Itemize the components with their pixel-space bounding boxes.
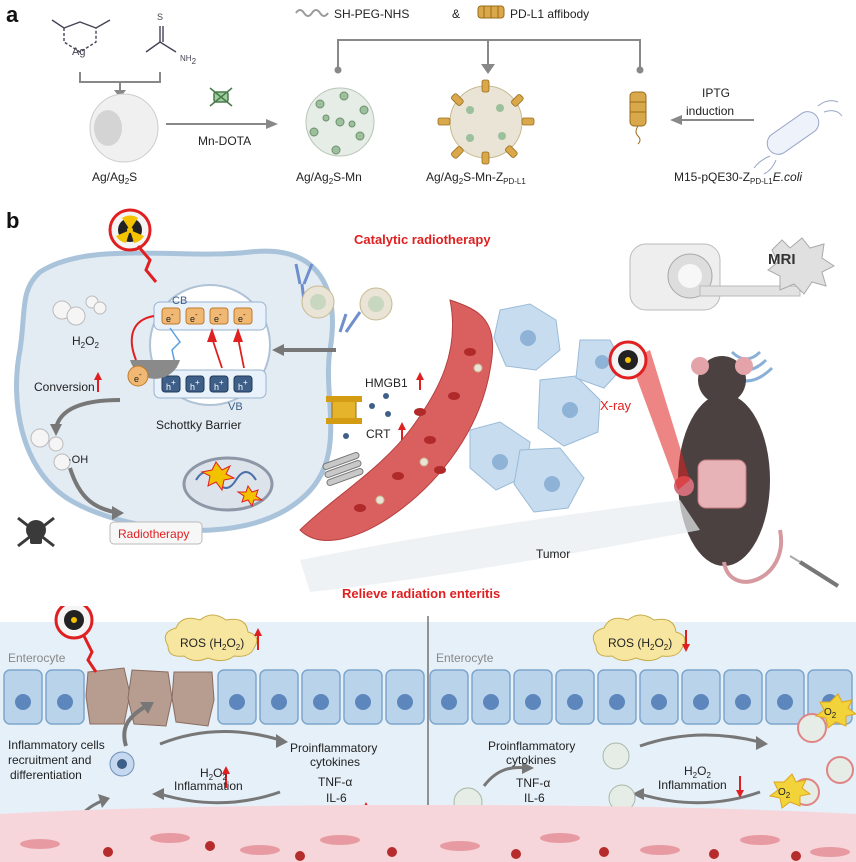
il6-right-label: IL-6 [524,791,545,805]
amine-label: NH2 [180,54,197,66]
o2-label-bottom: O2 [778,787,791,800]
enterocyte-left-label: Enterocyte [8,651,66,665]
ag-ag2s-label: Ag/Ag2S [92,170,138,186]
procyt-right-line2: cytokines [506,753,557,767]
hole-2: h+ [190,378,200,392]
h2o2-left-label: H2O2 [200,766,227,782]
electron-2: e- [190,310,198,324]
mn-dota-label: Mn-DOTA [198,134,252,148]
syringe-icon [789,555,840,588]
dna-damage-icon [182,456,274,512]
tnf-left-label: TNF-α [318,775,353,789]
panel-b-graphics [14,208,840,592]
panel-a-graphics [51,5,843,175]
affibody-protein [629,91,647,145]
oxygen-bursts [768,693,856,809]
sulfur-label: S [157,12,164,22]
crt-label: CRT [366,427,391,441]
peg-icon [295,9,329,17]
electron-3: e- [214,310,222,324]
ros-right-label: ROS (H2O2) [608,636,673,652]
relieve-enteritis-title: Relieve radiation enteritis [342,586,501,601]
inflam-cells-line1: Inflammatory cells [8,738,105,752]
conversion-label: Conversion [34,380,95,394]
ag-ag2s-mn-z-label: Ag/Ag2S-Mn-ZPD-L1 [426,170,526,186]
gut-section-graphics [0,606,856,862]
electron-metal: e- [134,370,142,384]
procyt-left-line1: Proinflammatory [290,741,378,755]
ros-cloud-left [164,614,258,662]
lightning-icon [169,327,181,369]
ag-ag2s-sphere [89,93,159,163]
electron-4: e- [238,310,246,324]
tumor-label: Tumor [536,547,571,561]
il6-left-label: IL-6 [326,791,347,805]
vb-label: VB [228,401,243,413]
radiation-badge-xray [608,340,648,380]
ampersand-label: & [452,7,461,21]
h2o2-label: H2O2 [72,334,99,350]
inflam-cells-line3: differentiation [10,768,82,782]
enterocyte-row-right [429,669,853,725]
nanoparticle-top [301,285,335,319]
ag-ag2s-mn-particle [305,87,375,157]
h2o2-right-label: H2O2 [684,764,711,780]
skull-icon [17,516,55,548]
ros-left-label: ROS (H2O2) [180,636,245,652]
thioacetamide-structure [145,26,177,53]
nanoparticle-mid [359,287,393,321]
ag-ag2s-mn-label: Ag/Ag2S-Mn [296,170,362,186]
mn-dota-icon [209,87,233,107]
mri-label: MRI [768,251,796,268]
inflam-cells-line2: recruitment and [8,753,92,767]
damaged-cells [85,667,215,727]
procyt-left-line2: cytokines [310,755,361,769]
cb-label: CB [172,295,188,307]
oh-radical-label: ·OH [68,454,89,466]
hole-4: h+ [238,378,248,392]
hmgb1-label: HMGB1 [365,376,408,390]
xray-beam [630,350,690,490]
affibody-label: PD-L1 affibody [510,7,590,21]
peg-label: SH-PEG-NHS [334,7,410,21]
induction-label: induction [686,104,735,118]
radiation-badge-gut [54,606,98,673]
ag-atom-label: Ag [72,46,86,58]
ecoli-label: M15-pQE30-ZPD-L1E.coli [674,170,803,186]
radiation-badge-top [108,208,158,283]
xray-label: X-ray [600,398,632,413]
radiotherapy-label: Radiotherapy [118,527,190,541]
inflammation-left-label: Inflammation [174,779,243,793]
panel-b-letter: b [6,208,20,233]
mouse-model [674,356,784,584]
schottky-barrier-label: Schottky Barrier [156,418,242,432]
electron-1: e- [166,310,174,324]
hole-3: h+ [214,378,224,392]
silver-acac-structure [51,19,111,53]
iptg-label: IPTG [702,86,731,100]
ag-ag2s-mn-z-particle [437,79,535,165]
catalytic-radiotherapy-title: Catalytic radiotherapy [354,232,491,247]
hmgb1-channel [326,393,391,439]
inflammation-right-label: Inflammation [658,778,727,792]
panel-a-letter: a [6,2,19,27]
ecoli-bacterium [753,100,843,175]
tnf-right-label: TNF-α [516,776,551,790]
crt-protein [322,452,364,486]
affibody-icon [477,5,505,19]
hole-1: h+ [166,378,176,392]
mri-scanner [629,243,801,311]
ros-cloud-right [592,614,686,662]
enterocyte-right-label: Enterocyte [436,651,494,665]
procyt-right-line1: Proinflammatory [488,739,576,753]
mri-burst [767,237,835,295]
o2-label-top: O2 [824,707,837,720]
